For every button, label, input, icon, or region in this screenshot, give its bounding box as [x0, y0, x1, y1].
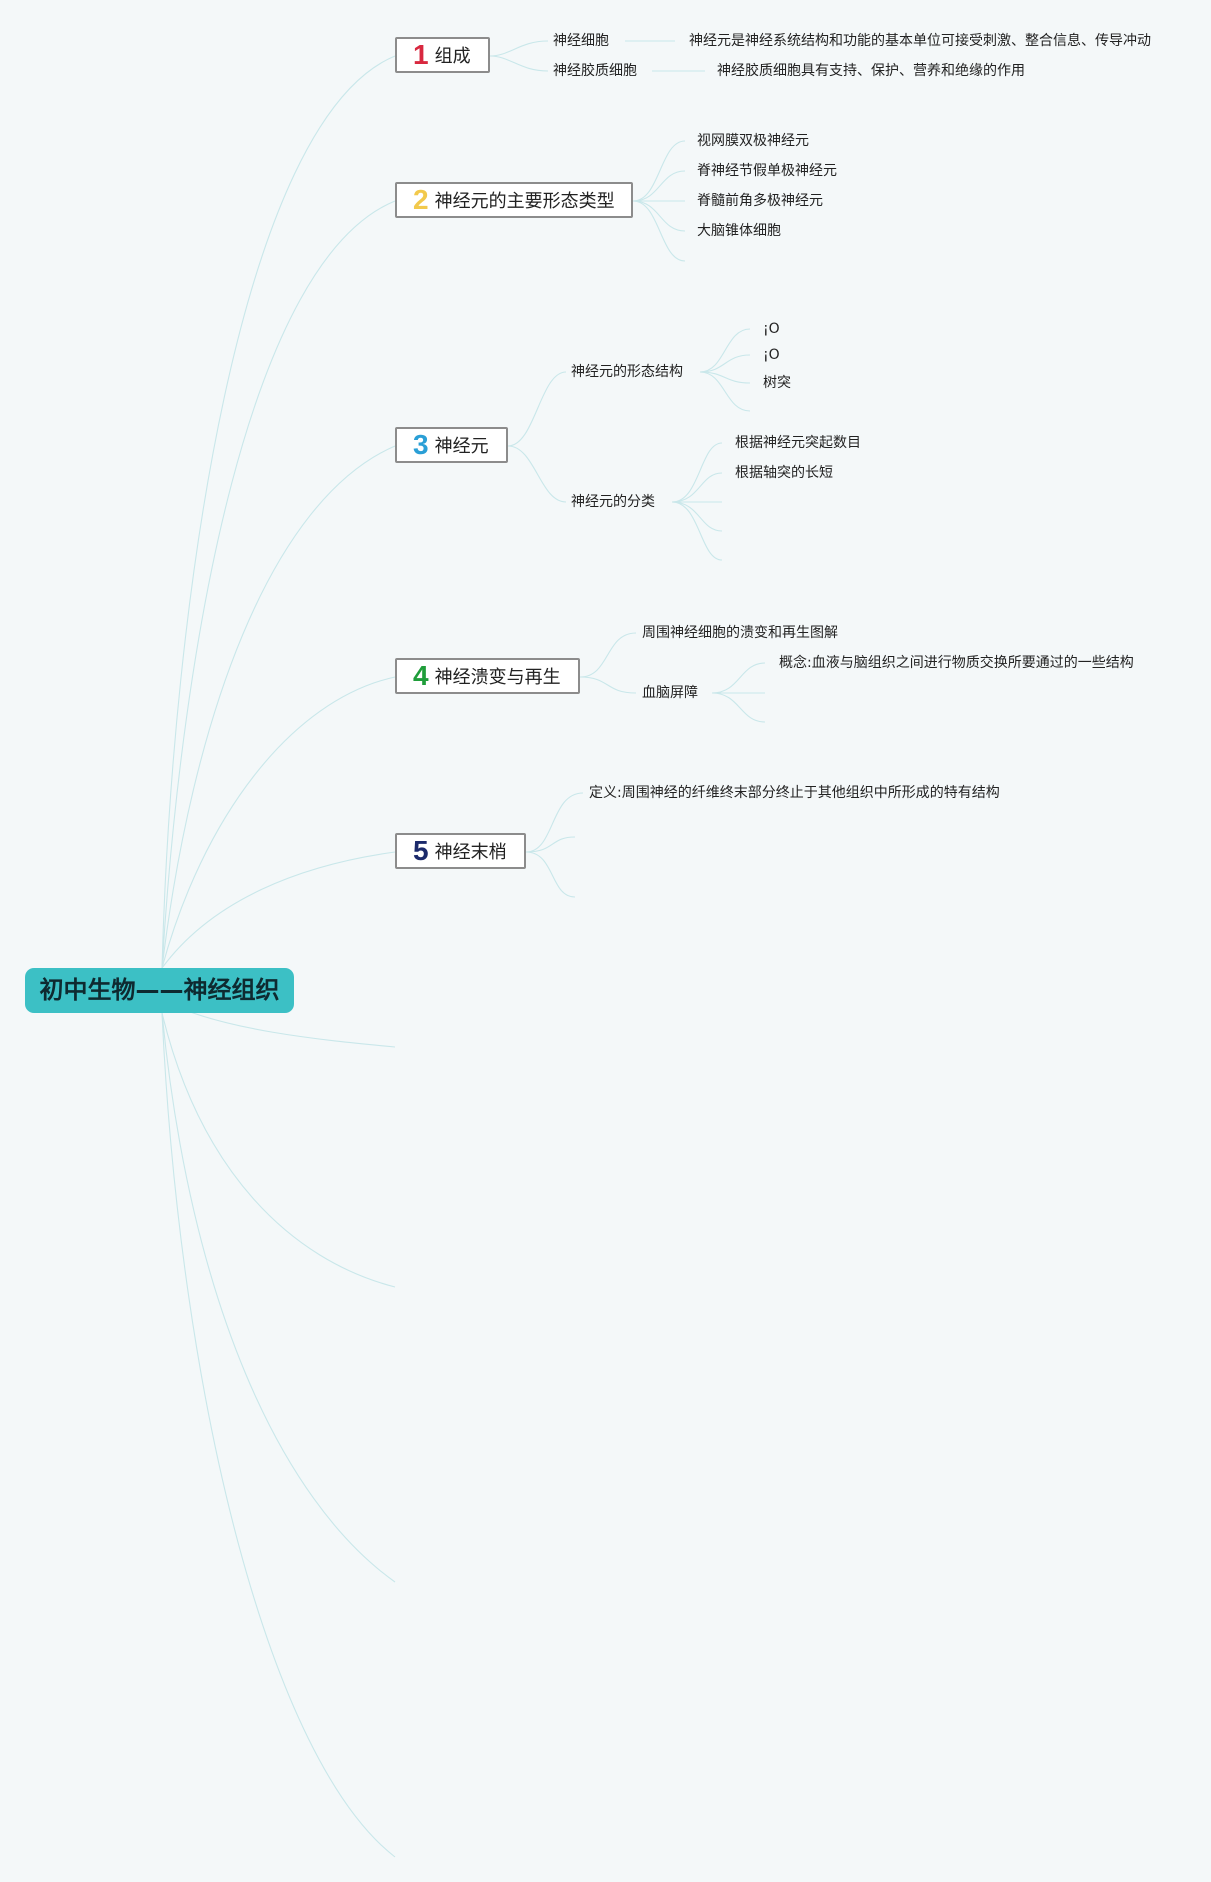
number-badge: 1: [413, 39, 429, 70]
number-badge: 5: [413, 835, 429, 866]
link-root-empty-4: [161, 1012, 396, 1858]
leaf-structure-item-2[interactable]: ¡O: [763, 347, 780, 363]
leaf-glial-cell-detail[interactable]: 神经胶质细胞具有支持、保护、营养和绝缘的作用: [717, 63, 1025, 79]
number-badge: 3: [413, 429, 429, 460]
leaf-structure-item-1[interactable]: ¡O: [763, 321, 780, 337]
leaf-type-2[interactable]: 脊神经节假单极神经元: [697, 163, 837, 179]
link-root-b4: [161, 676, 396, 969]
number-badge: 4: [413, 660, 429, 691]
leaf-blood-brain-barrier[interactable]: 血脑屏障: [642, 685, 698, 701]
leaf-type-3[interactable]: 脊髓前角多极神经元: [697, 193, 823, 209]
branch-neuron-types[interactable]: 2 神经元的主要形态类型: [395, 182, 633, 218]
leaf-nerve-ending-definition[interactable]: 定义:周围神经的纤维终末部分终止于其他组织中所形成的特有结构: [589, 785, 1000, 801]
branch-label: 神经末梢: [434, 842, 507, 863]
branch-degeneration-regeneration[interactable]: 4 神经溃变与再生: [395, 658, 580, 694]
link-root-b1: [161, 55, 396, 969]
leaf-neuron-classification[interactable]: 神经元的分类: [571, 494, 655, 510]
branch-label: 神经元: [434, 436, 489, 457]
leaf-type-1[interactable]: 视网膜双极神经元: [697, 133, 809, 149]
leaf-regeneration-diagram[interactable]: 周围神经细胞的溃变和再生图解: [642, 625, 838, 641]
leaf-structure-item-3[interactable]: 树突: [763, 375, 791, 391]
leaf-glial-cell[interactable]: 神经胶质细胞: [553, 63, 637, 79]
leaf-classification-item-2[interactable]: 根据轴突的长短: [735, 465, 833, 481]
branch-label: 组成: [434, 46, 471, 67]
link-root-b3: [161, 445, 396, 969]
link-root-empty-2: [161, 1012, 396, 1288]
leaf-bbb-concept[interactable]: 概念:血液与脑组织之间进行物质交换所要通过的一些结构: [779, 655, 1134, 671]
leaf-neuron-structure[interactable]: 神经元的形态结构: [571, 364, 683, 380]
link-root-b2: [161, 200, 396, 969]
leaf-nerve-cell[interactable]: 神经细胞: [553, 33, 609, 49]
branch-nerve-endings[interactable]: 5 神经末梢: [395, 833, 526, 869]
link-root-empty-3: [161, 1012, 396, 1583]
branch-label: 神经溃变与再生: [434, 667, 561, 688]
branch-neuron[interactable]: 3 神经元: [395, 427, 508, 463]
branch-label: 神经元的主要形态类型: [434, 191, 615, 212]
leaf-nerve-cell-detail[interactable]: 神经元是神经系统结构和功能的基本单位可接受刺激、整合信息、传导冲动: [689, 33, 1151, 49]
link-root-b5: [161, 851, 396, 969]
number-badge: 2: [413, 184, 429, 215]
root-topic[interactable]: 初中生物——神经组织: [25, 968, 294, 1013]
branch-composition[interactable]: 1 组成: [395, 37, 490, 73]
leaf-type-4[interactable]: 大脑锥体细胞: [697, 223, 781, 239]
leaf-classification-item-1[interactable]: 根据神经元突起数目: [735, 435, 861, 451]
